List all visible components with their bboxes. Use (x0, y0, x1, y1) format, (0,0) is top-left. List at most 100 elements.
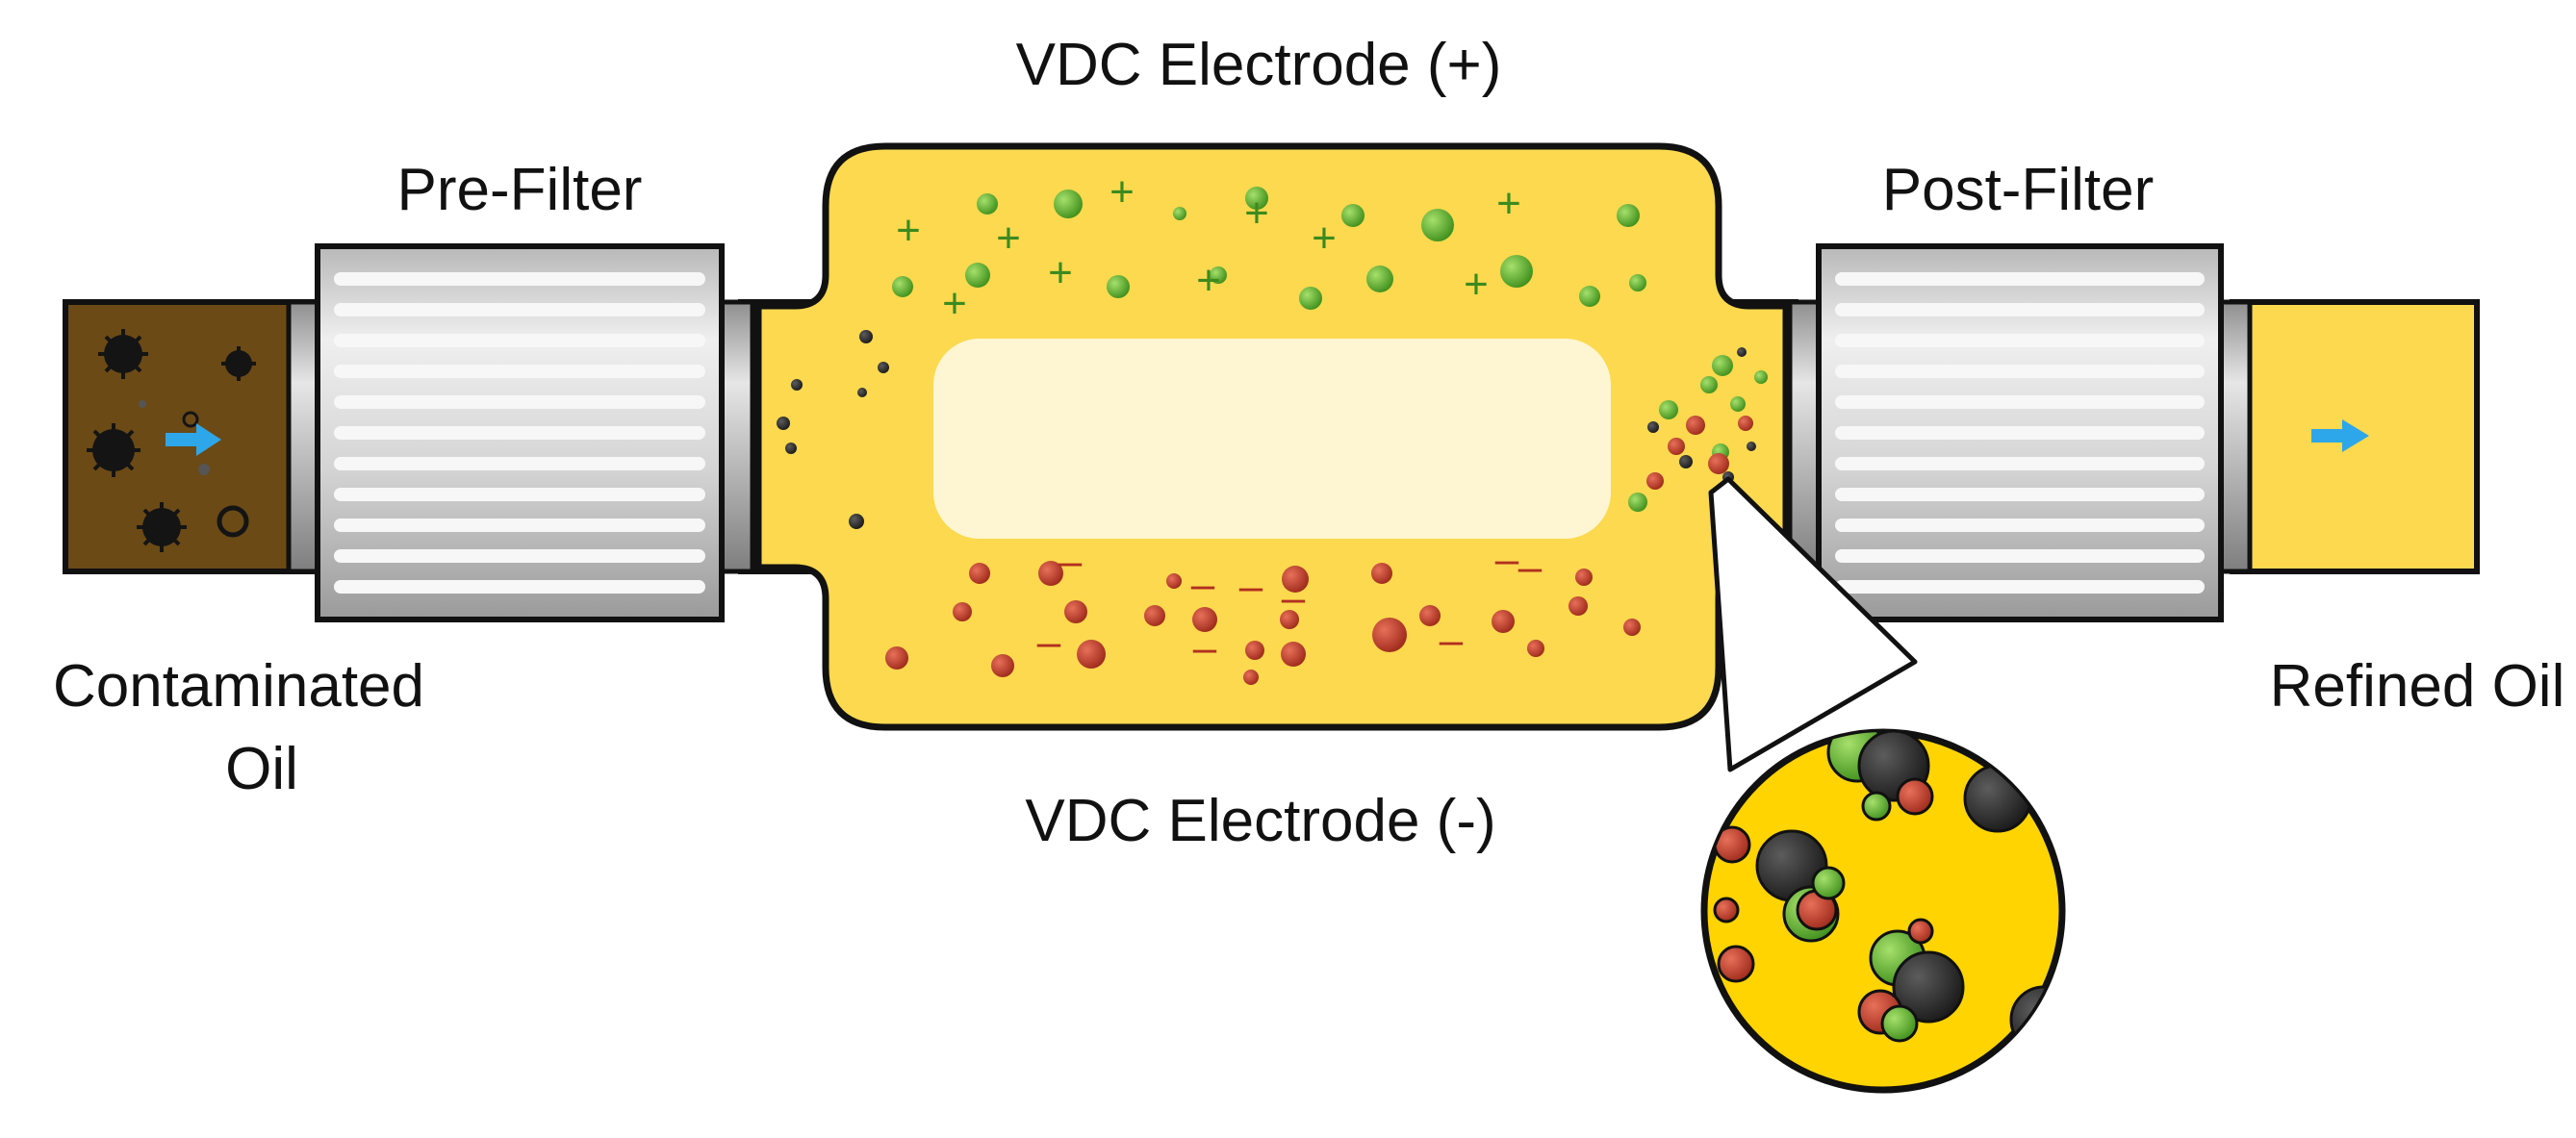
negative-particle (1245, 641, 1264, 660)
minus-sign: – (1440, 617, 1464, 664)
zoom-negative-particle (1717, 945, 1755, 983)
positive-particle (1712, 355, 1733, 376)
minus-sign: – (1037, 619, 1061, 666)
zoom-positive-particle (1880, 1004, 1919, 1043)
positive-particle (1210, 266, 1227, 284)
negative-particle (1192, 607, 1217, 632)
positive-particle (1628, 493, 1647, 512)
plus-sign: + (1312, 215, 1337, 262)
electrode-negative-label: VDC Electrode (-) (1025, 788, 1495, 854)
plus-sign: + (1109, 168, 1135, 215)
neutral-particle (1647, 421, 1659, 433)
negative-particle (1419, 605, 1441, 626)
contaminated-oil-inlet-pipe (63, 299, 320, 574)
minus-sign: – (1239, 563, 1263, 610)
negative-charge-signs: ––––––––– (1037, 536, 1543, 671)
plus-sign: + (1464, 261, 1489, 308)
positive-particle (1245, 187, 1268, 210)
positive-particle (1500, 255, 1533, 288)
neutral-particle (1679, 455, 1693, 468)
negative-particle (1708, 453, 1729, 474)
neutral-particle (791, 379, 803, 391)
positive-particle (1754, 370, 1768, 384)
flow-arrow-icon (2311, 419, 2369, 452)
plus-sign: + (896, 207, 921, 254)
minus-sign: – (1191, 561, 1215, 608)
chamber-core (933, 339, 1611, 539)
positive-particle (1173, 207, 1186, 220)
negative-particle (1569, 596, 1588, 616)
positive-charge-signs: ++++++++++ (896, 168, 1521, 327)
positive-particle (965, 263, 990, 288)
minus-sign: – (1058, 538, 1083, 585)
contaminated-oil-label-line1: Contaminated (53, 653, 424, 720)
positive-particle (1366, 266, 1393, 292)
negative-particle (1623, 619, 1641, 636)
post-filter (1787, 243, 2253, 622)
zoom-negative-particle (1900, 695, 1930, 725)
minus-sign: – (1495, 536, 1519, 583)
negative-particle (969, 563, 990, 584)
positive-particle (1107, 275, 1130, 298)
positive-particle (892, 276, 913, 297)
positive-particle (1700, 376, 1718, 393)
zoom-positive-particle (1811, 866, 1846, 900)
neutral-particle (1747, 442, 1756, 451)
negative-particle (1686, 416, 1705, 435)
negative-particle (991, 654, 1014, 677)
contaminated-oil-label-line2: Oil (225, 736, 298, 802)
zoom-negative-particle (1713, 897, 1740, 923)
negative-particle (1077, 640, 1106, 669)
agglomeration-zoom-callout (1700, 476, 2066, 1094)
negative-particle (1371, 563, 1392, 584)
negative-particle (1243, 670, 1259, 685)
minus-sign: – (1193, 624, 1217, 671)
positive-particle (1659, 400, 1678, 419)
zoom-positive-particle (1861, 791, 1892, 822)
positive-particle (1421, 209, 1454, 241)
negative-particle (1280, 610, 1299, 629)
negative-particle (1646, 472, 1664, 490)
neutral-particle (785, 443, 797, 454)
plus-sign: + (1496, 180, 1521, 227)
negative-particle (1064, 600, 1087, 623)
zoom-neutral-particle (1963, 764, 2032, 833)
positive-particles (892, 187, 1768, 512)
zoom-negative-particle (1907, 918, 1934, 945)
plus-sign: + (1048, 249, 1073, 296)
neutral-particle (1737, 347, 1747, 357)
negative-particle (1281, 642, 1306, 667)
negative-particles (885, 416, 1753, 685)
minus-sign: – (1518, 544, 1543, 591)
post-filter-label: Post-Filter (1882, 157, 2154, 223)
positive-particle (1579, 286, 1600, 307)
refined-oil-label: Refined Oil (2270, 653, 2565, 720)
negative-particle (1527, 640, 1544, 657)
positive-particle (1054, 190, 1083, 218)
neutral-particle (857, 388, 867, 397)
negative-particle (1372, 618, 1407, 652)
zoom-neutral-particle (1892, 950, 1965, 1024)
positive-particle (1629, 274, 1646, 291)
neutral-particle (777, 417, 790, 430)
negative-particle (1038, 561, 1063, 586)
negative-particle (1668, 438, 1685, 455)
negative-particle (1144, 605, 1165, 626)
zoom-negative-particle (1896, 777, 1934, 816)
pre-filter-label: Pre-Filter (397, 157, 643, 223)
neutral-particle (859, 330, 873, 343)
neutral-particle (878, 362, 889, 373)
plus-sign: + (1244, 190, 1269, 237)
negative-particle (953, 602, 972, 621)
negative-particle (1282, 566, 1309, 593)
flow-arrow-icon (166, 423, 221, 456)
plus-sign: + (1196, 257, 1221, 304)
negative-particle (1492, 610, 1515, 633)
minus-sign: – (1282, 574, 1306, 621)
neutral-particle (849, 514, 864, 529)
positive-particle (1730, 396, 1746, 412)
pre-filter (286, 243, 755, 622)
positive-particle (1341, 204, 1365, 227)
negative-particle (1575, 569, 1593, 586)
